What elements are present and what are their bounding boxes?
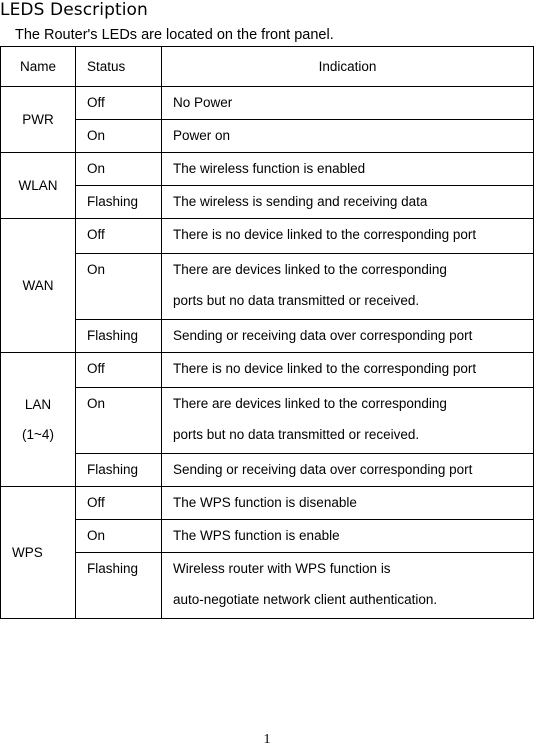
table-row: Flashing Sending or receiving data over … — [1, 453, 534, 487]
table-row: On There are devices linked to the corre… — [1, 253, 534, 320]
indication-cell: Sending or receiving data over correspon… — [161, 453, 534, 487]
section-heading: LEDS Description — [0, 0, 148, 20]
intro-text: The Router's LEDs are located on the fro… — [15, 27, 334, 43]
status-cell: Off — [75, 86, 162, 120]
status-cell: Off — [75, 486, 162, 520]
table-row: Flashing The wireless is sending and rec… — [1, 185, 534, 219]
table-row: On There are devices linked to the corre… — [1, 387, 534, 454]
indication-cell: The WPS function is disenable — [161, 486, 534, 520]
table-header-row: Name Status Indication — [0, 46, 534, 87]
indication-cell: Power on — [161, 119, 534, 153]
status-cell: On — [75, 387, 162, 454]
led-name-lan: LAN (1~4) — [0, 352, 76, 487]
status-cell: Flashing — [75, 185, 162, 219]
led-name-pwr: PWR — [0, 86, 76, 153]
status-cell: On — [75, 119, 162, 153]
led-name-wlan: WLAN — [0, 152, 76, 219]
table-row: WPS Off The WPS function is disenable — [0, 486, 534, 619]
indication-line: There are devices linked to the correspo… — [173, 262, 447, 277]
status-cell: Flashing — [75, 319, 162, 353]
status-cell: On — [75, 253, 162, 320]
indication-cell: The wireless is sending and receiving da… — [161, 185, 534, 219]
led-name-wan: WAN — [0, 218, 76, 353]
status-cell: On — [75, 152, 162, 186]
leds-table: Name Status Indication PWR Off No Power … — [0, 46, 534, 619]
indication-cell: There are devices linked to the correspo… — [161, 387, 534, 454]
page-number: 1 — [263, 732, 271, 747]
status-cell: Off — [75, 218, 162, 254]
table-row: On The WPS function is enable — [1, 519, 534, 553]
indication-line: auto-negotiate network client authentica… — [173, 592, 438, 607]
table-row: WAN Off There is no device linked to the… — [0, 218, 534, 353]
table-row: LAN (1~4) Off There is no device linked t… — [0, 352, 534, 487]
header-name: Name — [0, 46, 76, 87]
table-row: WLAN On The wireless function is enabled — [0, 152, 534, 219]
indication-line: There are devices linked to the correspo… — [173, 396, 447, 411]
indication-cell: No Power — [161, 86, 534, 120]
status-cell: Flashing — [75, 552, 162, 619]
indication-cell: The WPS function is enable — [161, 519, 534, 553]
indication-cell: There are devices linked to the correspo… — [161, 253, 534, 320]
indication-cell: Sending or receiving data over correspon… — [161, 319, 534, 353]
status-cell: Flashing — [75, 453, 162, 487]
table-row: Flashing Sending or receiving data over … — [1, 319, 534, 353]
header-indication: Indication — [161, 46, 534, 87]
indication-line: ports but no data transmitted or receive… — [173, 293, 420, 308]
status-cell: On — [75, 519, 162, 553]
indication-cell: There is no device linked to the corresp… — [161, 218, 534, 254]
indication-cell: The wireless function is enabled — [161, 152, 534, 186]
header-status: Status — [75, 46, 162, 87]
indication-cell: There is no device linked to the corresp… — [161, 352, 534, 388]
indication-cell: Wireless router with WPS function is auto… — [161, 552, 534, 619]
table-row: Flashing Wireless router with WPS functi… — [1, 552, 534, 619]
led-name-line: (1~4) — [22, 426, 54, 442]
led-name-wps: WPS — [0, 486, 76, 619]
indication-line: Wireless router with WPS function is — [173, 561, 391, 576]
table-row: PWR Off No Power — [0, 86, 534, 153]
status-cell: Off — [75, 352, 162, 388]
led-name-line: LAN — [24, 396, 52, 412]
indication-line: ports but no data transmitted or receive… — [173, 427, 420, 442]
table-row: On Power on — [1, 119, 534, 153]
